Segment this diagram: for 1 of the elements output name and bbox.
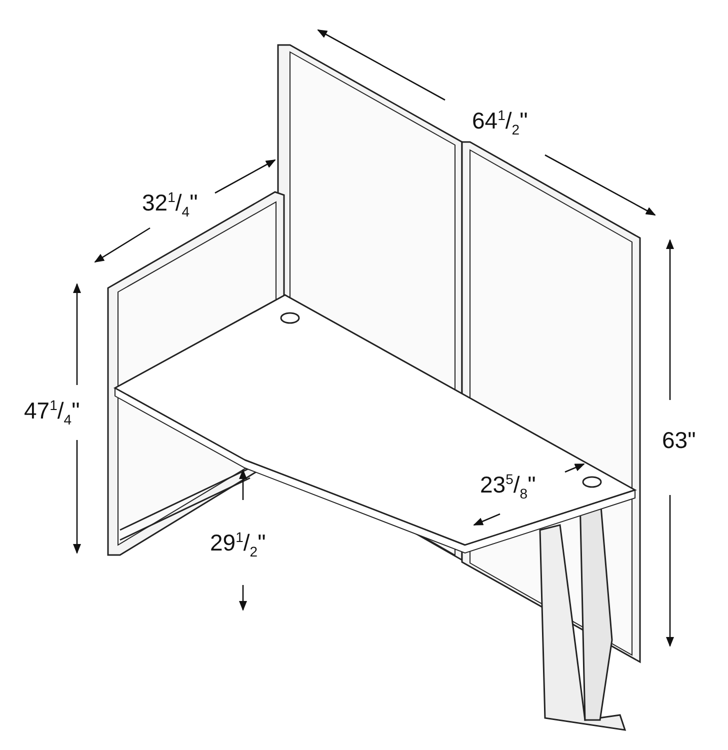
dimension-label: 23$^{5}$/$_{8}$" [478,472,538,502]
